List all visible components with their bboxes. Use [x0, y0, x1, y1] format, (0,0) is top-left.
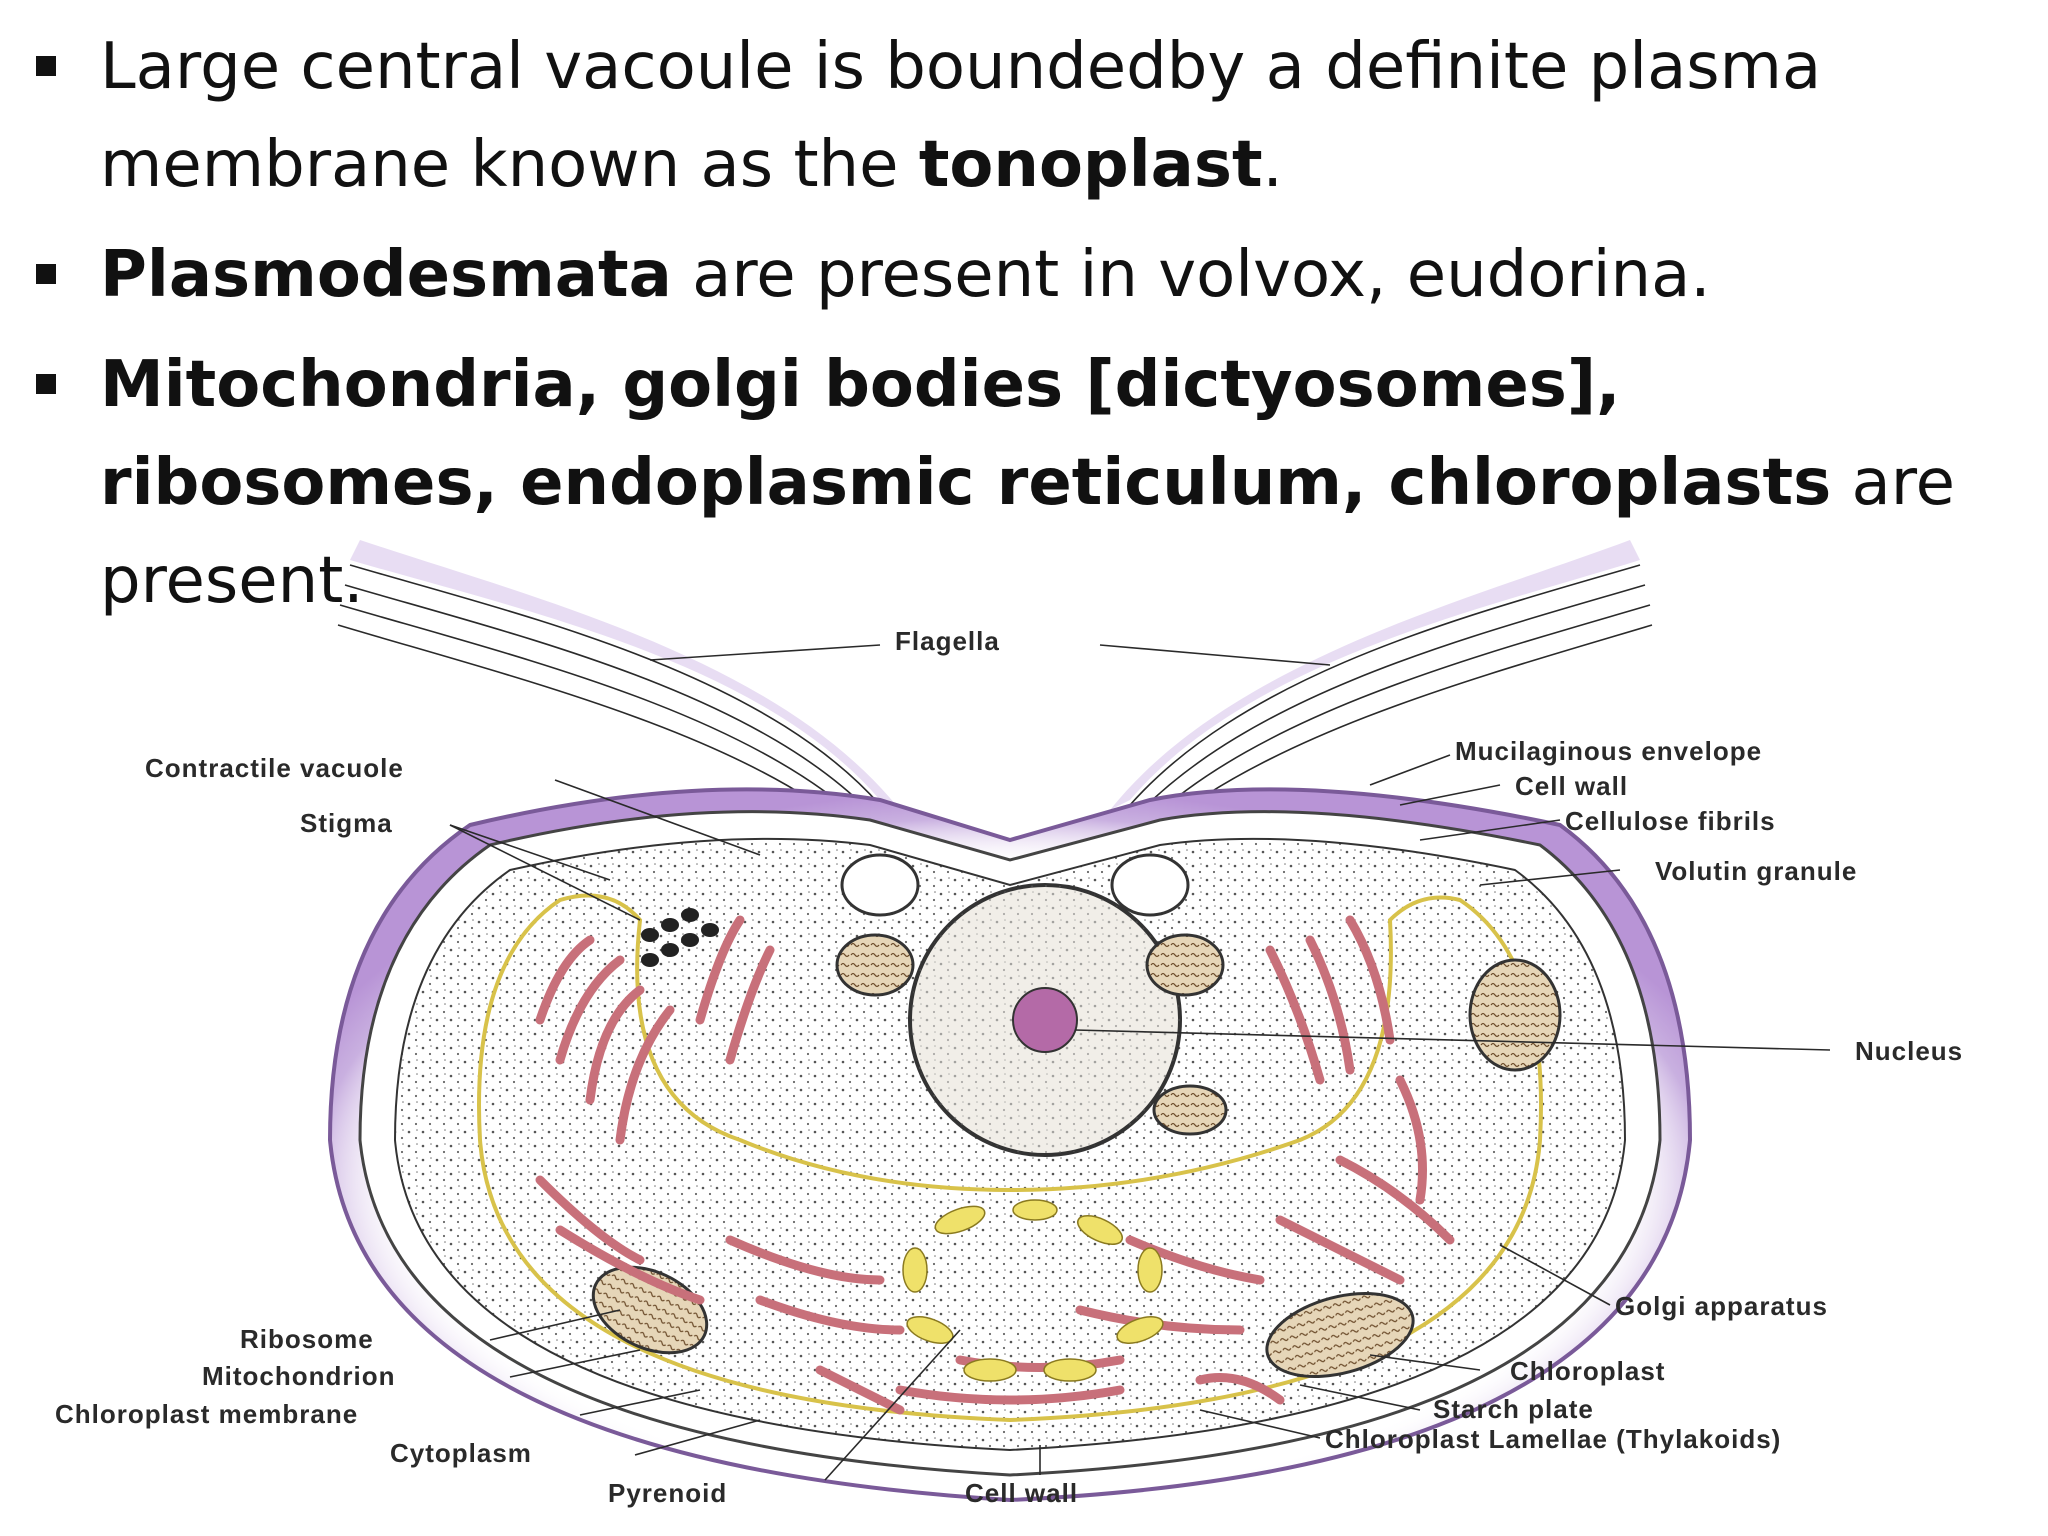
bullet-1-text: Large central vacoule is boundedby a def…: [100, 30, 1822, 202]
label-volutin-granule: Volutin granule: [1655, 856, 1857, 886]
label-cytoplasm: Cytoplasm: [390, 1438, 532, 1468]
label-chloroplast-membrane: Chloroplast membrane: [55, 1399, 358, 1429]
nucleolus: [1012, 987, 1078, 1053]
bullet-1-text-end: .: [1262, 128, 1283, 202]
leader-lines: [449, 644, 1831, 1481]
bullet-item-2: Plasmodesmata are present in volvox, eud…: [36, 226, 2016, 324]
bullet-3-bold-terms: Mitochondria, golgi bodies [dictyosomes]…: [100, 348, 1832, 520]
label-contractile-vacuole: Contractile vacuole: [145, 753, 404, 783]
contractile-vacuole-right: [1110, 853, 1190, 917]
label-pyrenoid: Pyrenoid: [608, 1478, 727, 1508]
label-nucleus: Nucleus: [1855, 1036, 1963, 1066]
label-flagella: Flagella: [895, 626, 1000, 656]
label-mucilaginous-envelope: Mucilaginous envelope: [1455, 736, 1762, 766]
stigma-shape: [641, 908, 719, 967]
pyrenoid-starch-plates: [902, 1199, 1164, 1382]
mitochondria: [591, 933, 1562, 1379]
bullet-list: Large central vacoule is boundedby a def…: [36, 18, 2016, 642]
flagellum-left-lines: [337, 564, 881, 829]
bullet-item-1: Large central vacoule is boundedby a def…: [36, 18, 2016, 214]
nucleus-shape: [908, 883, 1182, 1157]
label-cellulose-fibrils: Cellulose fibrils: [1565, 806, 1776, 836]
flagella: [337, 540, 1653, 829]
diagram-labels: Flagella Contractile vacuole Stigma Muci…: [55, 626, 1963, 1508]
label-chloroplast-lamellae: Chloroplast Lamellae (Thylakoids): [1325, 1424, 1781, 1454]
bullet-1-bold-term: tonoplast: [918, 128, 1263, 202]
chloroplast-cup: [477, 893, 1543, 1423]
thylakoid-lamellae: [535, 915, 1455, 1415]
chlamydomonas-cell-diagram: Flagella Contractile vacuole Stigma Muci…: [55, 540, 1963, 1508]
label-chloroplast: Chloroplast: [1510, 1356, 1665, 1386]
bullet-marker: [36, 56, 56, 76]
label-ribosome: Ribosome: [240, 1324, 374, 1354]
label-golgi-apparatus: Golgi apparatus: [1615, 1291, 1828, 1321]
label-cell-wall-top: Cell wall: [1515, 771, 1628, 801]
bullet-marker: [36, 374, 56, 394]
bullet-2-text: are present in volvox, eudorina.: [671, 238, 1711, 312]
contractile-vacuole-left: [840, 853, 920, 917]
bullet-3-text: are present.: [100, 446, 1956, 618]
label-mitochondrion: Mitochondrion: [202, 1361, 396, 1391]
bullet-marker: [36, 264, 56, 284]
label-starch-plate: Starch plate: [1433, 1394, 1594, 1424]
bullet-item-3: Mitochondria, golgi bodies [dictyosomes]…: [36, 336, 2016, 630]
bullet-2-bold-term: Plasmodesmata: [100, 238, 672, 312]
label-cell-wall-bottom: Cell wall: [965, 1478, 1078, 1508]
label-stigma: Stigma: [300, 808, 393, 838]
